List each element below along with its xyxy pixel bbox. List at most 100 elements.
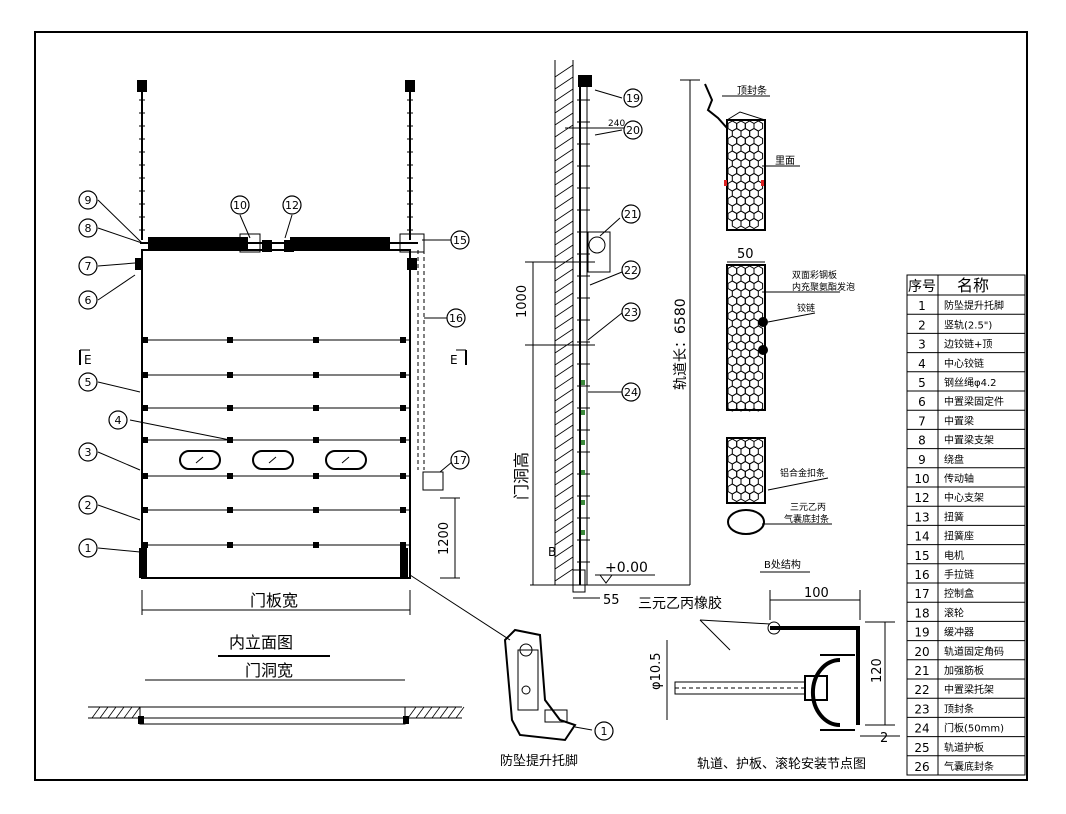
row-name: 中心铰链: [944, 357, 984, 370]
callout-24: 24: [621, 382, 641, 402]
row-name: 手拉链: [944, 568, 974, 581]
row-number: 16: [914, 568, 929, 582]
detail-track: 三元乙丙橡胶 100 120 2 φ10.5 轨道、护板、滚轮安装节点图: [638, 586, 900, 772]
row-number: 19: [914, 626, 929, 640]
callout-17: 17: [450, 450, 470, 470]
door-opening-width-label: 门洞宽: [245, 661, 293, 680]
row-number: 20: [914, 645, 929, 659]
callout-22: 22: [621, 260, 641, 280]
callout-number: 15: [453, 234, 467, 247]
row-name: 中置梁托架: [944, 683, 994, 696]
row-number: 18: [914, 606, 929, 620]
table-row: 4 中心铰链: [918, 357, 984, 371]
dim-55-label: 55: [603, 593, 620, 608]
dim-100-label: 100: [804, 586, 829, 601]
track-length-label: 轨道长：6580: [673, 298, 689, 390]
opening-height-label: 门洞高: [512, 452, 531, 500]
row-number: 5: [918, 376, 926, 390]
callout-number: 20: [626, 124, 640, 137]
callout-number: 16: [449, 312, 463, 325]
row-name: 气囊底封条: [944, 760, 994, 773]
door-panel-width-label: 门板宽: [250, 591, 298, 610]
row-number: 24: [914, 722, 929, 736]
callout-1: 1: [78, 538, 98, 558]
row-name: 轨道固定角码: [944, 645, 1004, 658]
callout-4: 4: [108, 410, 128, 430]
callout-number: 19: [626, 92, 640, 105]
row-name: 边铰链+顶: [944, 338, 992, 351]
callout-10: 10: [230, 195, 250, 215]
plan-section: [88, 706, 465, 725]
table-row: 20 轨道固定角码: [914, 645, 1004, 659]
row-number: 6: [918, 395, 926, 409]
row-number: 23: [914, 702, 929, 716]
callout-19: 19: [623, 88, 643, 108]
row-number: 14: [914, 530, 929, 544]
row-name: 顶封条: [944, 702, 974, 715]
callout-number: 24: [624, 386, 638, 399]
callout-number: 2: [85, 499, 92, 512]
row-name: 中置梁支架: [944, 434, 994, 447]
callout-15: 15: [450, 230, 470, 250]
row-number: 22: [914, 683, 929, 697]
zero-level-label: +0.00: [605, 560, 648, 576]
epdm-seal-label-1: 三元乙丙: [790, 502, 826, 513]
row-number: 12: [914, 491, 929, 505]
callout-number: 22: [624, 264, 638, 277]
bracket-detail: 防坠提升托脚: [409, 574, 593, 769]
row-number: 4: [918, 357, 926, 371]
dim-1200-label: 1200: [437, 522, 452, 555]
detail-b: 顶封条 里面 50 双面彩钢板 内充聚氨酯发泡 铰链 铝合金扣条 三元乙丙 气囊…: [704, 83, 855, 573]
table-row: 16 手拉链: [914, 568, 974, 582]
callout-number: 4: [115, 414, 122, 427]
callout-number: 6: [85, 294, 92, 307]
row-name: 扭簧座: [944, 530, 974, 543]
row-name: 加强筋板: [944, 664, 984, 677]
dim-50-label: 50: [737, 247, 754, 262]
callout-number: 1: [601, 725, 608, 738]
callout-3: 3: [78, 442, 98, 462]
callout-16: 16: [446, 308, 466, 328]
callout-6: 6: [78, 290, 98, 310]
row-number: 3: [918, 338, 926, 352]
callout-20: 20: [623, 120, 643, 140]
panel-note-1: 双面彩钢板: [792, 269, 837, 281]
front-elevation: 门板宽 1200 E E 内立面图 门洞宽: [79, 80, 467, 681]
section-mark-left: E: [84, 353, 92, 367]
callout-21: 21: [621, 204, 641, 224]
row-name: 控制盒: [944, 587, 974, 600]
row-number: 17: [914, 587, 929, 601]
side-section: 1000 门洞高 轨道长：6580 240 B +0.00 55: [512, 60, 700, 608]
inner-face-label: 里面: [775, 155, 795, 167]
callout-9: 9: [78, 190, 98, 210]
callout-number: 17: [453, 454, 467, 467]
row-number: 13: [914, 510, 929, 524]
dim-phi-label: φ10.5: [649, 652, 664, 690]
callout-number: 21: [624, 208, 638, 221]
dim-2-label: 2: [880, 731, 888, 746]
elevation-title: 内立面图: [229, 633, 293, 652]
callout-7: 7: [78, 256, 98, 276]
callout-number: 5: [85, 376, 92, 389]
track-detail-title: 轨道、护板、滚轮安装节点图: [697, 756, 866, 772]
dim-120-label: 120: [870, 658, 885, 683]
callout-number: 12: [285, 199, 299, 212]
table-header-name: 名称: [957, 276, 989, 295]
callout-1: 1: [594, 721, 614, 741]
table-row: 17 控制盒: [914, 587, 974, 601]
row-name: 绕盘: [944, 453, 964, 466]
callout-number: 3: [85, 446, 92, 459]
